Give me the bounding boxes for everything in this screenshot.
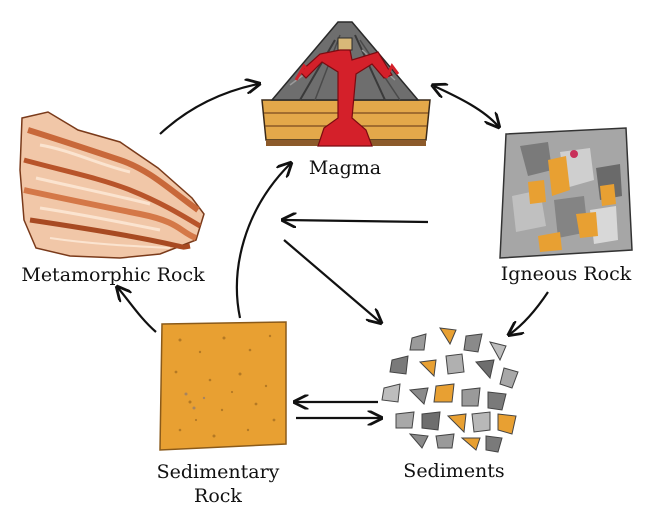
arrow-sedimentary-to-metamorphic [118,288,157,333]
label-magma: Magma [309,157,381,179]
sedimentary-rock-illustration [159,321,287,451]
igneous-rock-illustration [499,127,633,259]
cycle-arrows [118,84,549,418]
sediments-illustration [381,327,519,453]
label-igneous-rock: Igneous Rock [501,263,632,285]
arrow-magma-igneous-bidirectional [434,86,498,126]
label-sedimentary-line2: Rock [194,485,242,507]
magma-volcano-illustration [261,21,431,147]
arrow-igneous-to-sediments [510,291,549,334]
arrow-igneous-to-magma [284,220,429,222]
label-metamorphic-rock: Metamorphic Rock [21,264,205,286]
arrow-magma-to-sediments [283,239,380,322]
arrow-metamorphic-to-magma [159,84,258,135]
label-sedimentary-line1: Sedimentary [157,461,280,483]
label-sediments: Sediments [403,460,504,482]
arrow-sedimentary-to-magma [235,164,290,319]
metamorphic-rock-illustration [19,111,205,259]
